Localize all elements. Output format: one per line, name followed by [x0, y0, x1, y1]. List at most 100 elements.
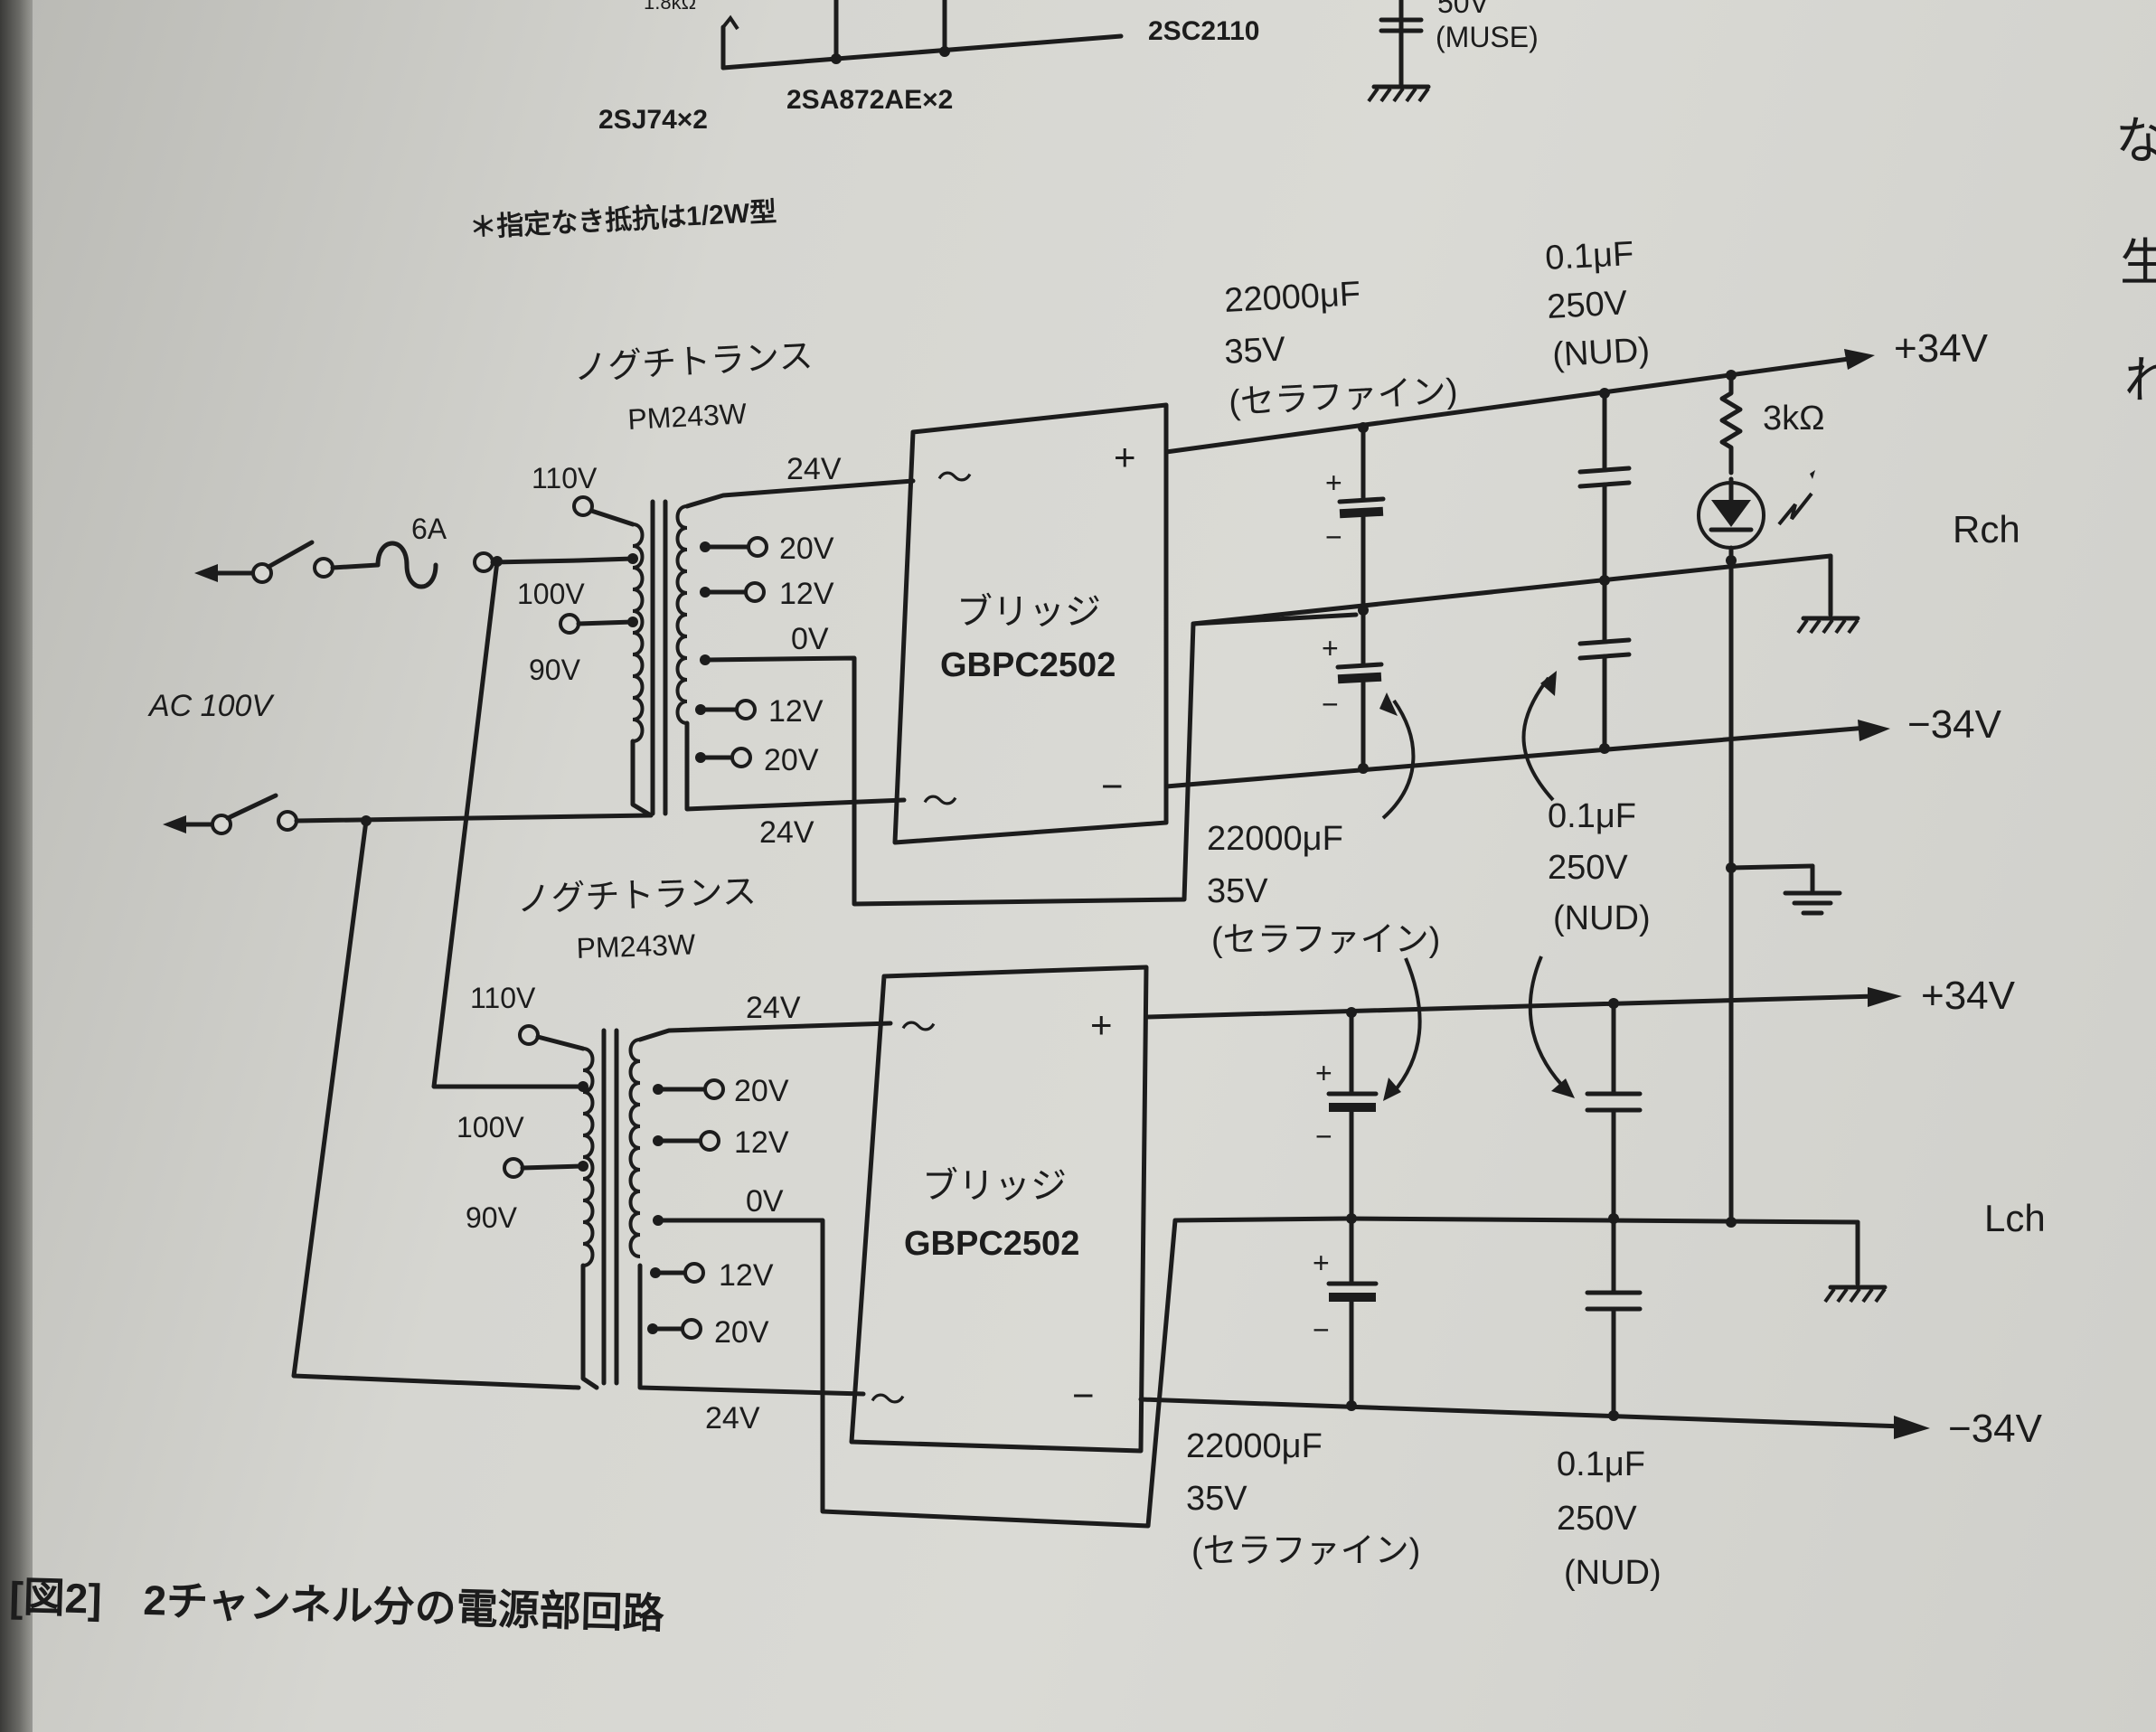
bridge-r-minus: −	[1101, 765, 1124, 807]
ac-input: AC 100V 6A	[147, 513, 654, 1390]
power-switch-top[interactable]	[266, 540, 315, 569]
tr-r-sec-0v: 0V	[791, 622, 829, 656]
margin-char-3: れ	[2124, 352, 2156, 410]
lch-film-cap-type: (NUD)	[1564, 1554, 1662, 1592]
transformer-r-name: ノグチトランス	[572, 337, 814, 388]
header-fragment: 1.8kΩ 2SJ74×2 2SA872AE×2 2SC2110 50V (MU…	[469, 0, 1539, 243]
channel-label-rch: Rch	[1953, 508, 2020, 551]
lch-elec-cap-value: 22000μF	[1186, 1427, 1323, 1465]
arrow-to-lch-film-icon	[1551, 1078, 1575, 1098]
arrow-to-rch-elec-icon	[1379, 692, 1398, 716]
rch-minus-arrow-icon	[1858, 720, 1890, 741]
mid-elec-cap-type: (セラファイン)	[1211, 921, 1440, 959]
lch-plus-output: +34V	[1921, 974, 2016, 1018]
rch-filter: +34V −34V + − + − 3kΩ	[1163, 235, 2020, 1225]
lch-plus-arrow-icon	[1868, 987, 1902, 1007]
lch-elec-cap-voltage: 35V	[1186, 1480, 1247, 1518]
fuse-label: 6A	[411, 513, 447, 545]
lch-minus-arrow-icon	[1894, 1416, 1930, 1439]
tr-l-sec-24v-bottom: 24V	[705, 1401, 760, 1435]
bridge-l-ac-bottom: 〜	[870, 1380, 906, 1420]
bridge-r-model: GBPC2502	[940, 646, 1116, 684]
bridge-r-name: ブリッジ	[956, 592, 1101, 632]
header-cap-type: (MUSE)	[1436, 21, 1539, 53]
bridge-l-plus: +	[1090, 1003, 1113, 1046]
bridge-l-minus: −	[1072, 1374, 1095, 1417]
bridge-r: 〜 + ブリッジ GBPC2502 〜 −	[892, 402, 1169, 845]
rch-elec-cap-voltage: 35V	[1223, 330, 1286, 372]
tr-l-sec-12v-top: 12V	[734, 1125, 789, 1160]
rch-cap2-plus: +	[1322, 632, 1339, 664]
lch-minus-output: −34V	[1948, 1407, 2043, 1451]
rch-film-cap-type: (NUD)	[1551, 331, 1651, 374]
mid-film-cap-value: 0.1μF	[1548, 797, 1636, 835]
lch-elec-cap-type: (セラファイン)	[1191, 1532, 1420, 1570]
bridge-r-ac-top: 〜	[937, 458, 973, 498]
resistor-note: ＊指定なき抵抗は1/2W型	[469, 196, 777, 243]
part-label-2sj74: 2SJ74×2	[598, 105, 708, 135]
tr-l-sec-12v-bottom: 12V	[719, 1258, 774, 1293]
partial-resistor-label: 1.8kΩ	[644, 0, 696, 14]
ac-arrow-top-icon	[194, 564, 218, 582]
ac-input-label: AC 100V	[147, 689, 275, 723]
part-label-2sc2110: 2SC2110	[1148, 16, 1259, 46]
power-switch-bottom[interactable]	[225, 793, 278, 821]
rch-cap1-minus: −	[1325, 521, 1342, 553]
tr-r-sec-12v-bottom: 12V	[768, 694, 824, 729]
tr-l-sec-20v-bottom: 20V	[714, 1315, 769, 1350]
bridge-l-model: GBPC2502	[904, 1225, 1079, 1263]
arrow-to-rch-film-icon	[1540, 671, 1557, 696]
arrow-to-lch-elec-icon	[1383, 1078, 1401, 1101]
rch-minus-output: −34V	[1907, 702, 2002, 747]
tr-r-sec-24v-bottom: 24V	[759, 815, 814, 850]
book-spine	[0, 0, 33, 1732]
figure-caption: [図2] 2チャンネル分の電源部回路	[9, 1573, 666, 1637]
tr-l-tap-110v: 110V	[470, 982, 536, 1014]
tr-l-tap-100v: 100V	[457, 1111, 524, 1144]
header-cap-voltage: 50V	[1437, 0, 1490, 19]
lch-cap1-plus: +	[1315, 1057, 1332, 1089]
bridge-r-plus: +	[1114, 436, 1136, 478]
lch-filter: +34V −34V + − + − Lch	[1138, 974, 2046, 1592]
rch-elec-cap-value: 22000μF	[1223, 275, 1361, 320]
lch-cap1-minus: −	[1315, 1120, 1332, 1153]
channel-label-lch: Lch	[1984, 1197, 2046, 1239]
rch-cap1-plus: +	[1325, 466, 1342, 499]
transformer-l-name: ノグチトランス	[516, 873, 758, 919]
mid-film-cap-voltage: 250V	[1548, 849, 1628, 887]
transformer-r-model: PM243W	[626, 397, 748, 436]
rch-cap2-minus: −	[1322, 688, 1339, 720]
lch-film-cap-voltage: 250V	[1557, 1500, 1637, 1538]
bridge-r-ac-bottom: 〜	[922, 782, 958, 822]
rch-film-cap-voltage: 250V	[1546, 284, 1628, 326]
tr-r-tap-90v: 90V	[529, 654, 581, 686]
ac-arrow-bottom-icon	[163, 815, 186, 833]
tr-l-sec-24v-top: 24V	[746, 991, 801, 1025]
rch-plus-output: +34V	[1894, 326, 1989, 371]
resistor-label: 3kΩ	[1763, 400, 1825, 438]
margin-char-2: 生	[2120, 234, 2156, 293]
bridge-l-name: ブリッジ	[922, 1166, 1067, 1206]
lch-film-cap-value: 0.1μF	[1557, 1445, 1645, 1483]
bridge-l: 〜 + ブリッジ GBPC2502 〜 −	[849, 965, 1149, 1454]
mid-elec-cap-value: 22000μF	[1207, 820, 1343, 858]
tr-l-sec-20v-top: 20V	[734, 1074, 789, 1108]
bridge-l-ac-top: 〜	[900, 1008, 937, 1048]
margin-char-1: な	[2115, 112, 2156, 171]
tr-r-sec-20v-bottom: 20V	[764, 743, 819, 777]
resistor-3k-icon	[1719, 372, 1743, 475]
rch-film-cap-value: 0.1μF	[1544, 235, 1634, 278]
mid-film-cap-type: (NUD)	[1553, 899, 1651, 937]
lch-cap2-minus: −	[1313, 1313, 1330, 1346]
tr-r-sec-24v-top: 24V	[786, 452, 842, 486]
tr-r-tap-110v: 110V	[532, 462, 598, 494]
lch-cap2-plus: +	[1313, 1247, 1330, 1279]
part-label-2sa872ae: 2SA872AE×2	[786, 85, 953, 115]
tr-r-sec-12v-top: 12V	[779, 577, 834, 611]
tr-l-sec-0v: 0V	[746, 1184, 784, 1219]
transformer-l-model: PM243W	[576, 927, 697, 965]
tr-r-sec-20v-top: 20V	[779, 532, 834, 566]
mid-elec-cap-voltage: 35V	[1207, 872, 1268, 910]
